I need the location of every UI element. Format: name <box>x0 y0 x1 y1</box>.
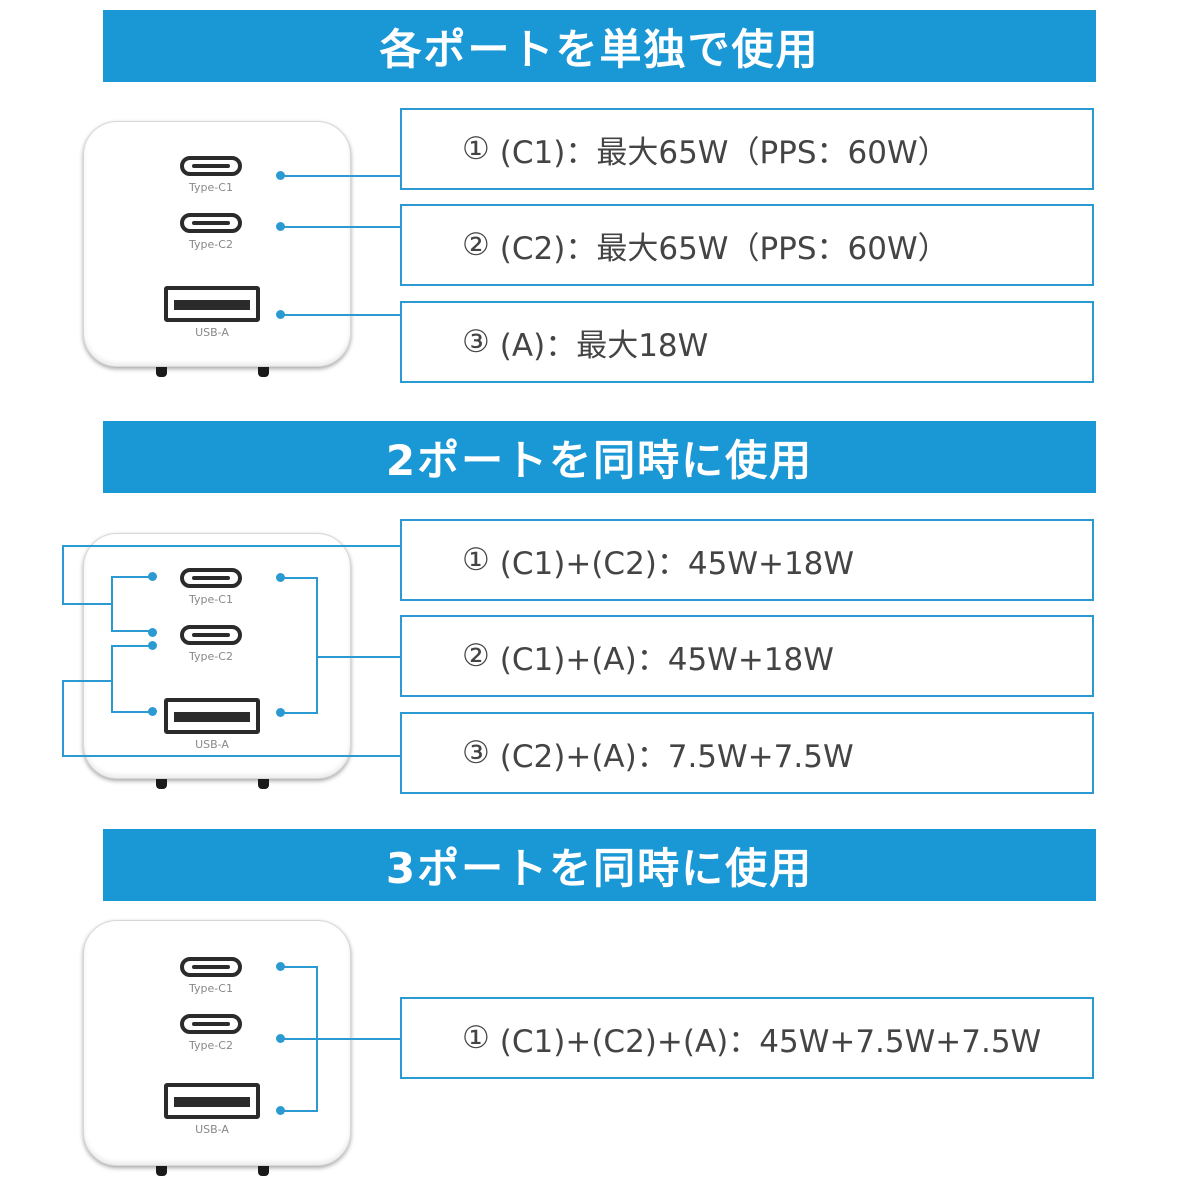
connector-line <box>111 576 113 631</box>
spec-box-1-1: ① (C1)：最大65W（PPS：60W） <box>400 108 1094 190</box>
connector-line <box>283 1038 400 1040</box>
connector-dot <box>276 310 285 319</box>
connector-line <box>62 603 112 605</box>
usb-c-port-1 <box>180 568 242 588</box>
charger-prong <box>156 367 167 377</box>
spec-number: ③ <box>462 735 490 771</box>
section-3-title: 3ポートを同時に使用 <box>385 843 814 893</box>
usb-a-port <box>164 698 260 734</box>
port-label-c2: Type-C2 <box>189 1039 233 1052</box>
section-2-title: 2ポートを同時に使用 <box>385 435 814 485</box>
port-label-a: USB-A <box>195 1123 229 1136</box>
connector-dot <box>148 707 157 716</box>
connector-line <box>283 712 318 714</box>
spec-text: (A)：最大18W <box>499 327 709 364</box>
spec-text: (C1)+(C2)：45W+18W <box>499 545 855 582</box>
port-label-c1: Type-C1 <box>189 593 233 606</box>
spec-text: (C1)+(C2)+(A)：45W+7.5W+7.5W <box>499 1023 1042 1060</box>
section-3-banner: 3ポートを同時に使用 <box>103 829 1096 901</box>
connector-dot <box>276 1106 285 1115</box>
spec-text: (C1)：最大65W（PPS：60W） <box>499 134 949 171</box>
connector-line <box>111 645 151 647</box>
connector-dot <box>276 962 285 971</box>
connector-dot <box>148 628 157 637</box>
port-label-c1: Type-C1 <box>189 982 233 995</box>
connector-line <box>62 545 64 605</box>
spec-text: (C2)+(A)：7.5W+7.5W <box>499 738 854 775</box>
spec-number: ① <box>462 131 490 167</box>
connector-line <box>62 545 400 547</box>
connector-line <box>283 314 400 316</box>
connector-line <box>62 680 112 682</box>
connector-line <box>283 966 318 968</box>
connector-dot <box>276 222 285 231</box>
connector-line <box>283 175 400 177</box>
usb-c-port-1 <box>180 156 242 176</box>
connector-dot <box>276 1034 285 1043</box>
section-1-title: 各ポートを単独で使用 <box>379 24 820 74</box>
spec-number: ③ <box>462 324 490 360</box>
usb-c-port-2 <box>180 625 242 645</box>
charger-prong <box>156 1166 167 1176</box>
spec-number: ① <box>462 542 490 578</box>
connector-dot <box>276 708 285 717</box>
usb-c-port-1 <box>180 957 242 977</box>
port-label-a: USB-A <box>195 326 229 339</box>
connector-dot <box>148 641 157 650</box>
spec-text: (C1)+(A)：45W+18W <box>499 641 834 678</box>
spec-number: ② <box>462 227 490 263</box>
connector-line <box>283 577 318 579</box>
section-2-banner: 2ポートを同時に使用 <box>103 421 1096 493</box>
spec-number: ② <box>462 638 490 674</box>
connector-line <box>316 966 318 1112</box>
spec-box-3-1: ① (C1)+(C2)+(A)：45W+7.5W+7.5W <box>400 997 1094 1079</box>
connector-line <box>111 645 113 713</box>
connector-line <box>316 577 318 713</box>
connector-line <box>62 680 64 756</box>
usb-a-port <box>164 286 260 322</box>
connector-line <box>283 1110 318 1112</box>
connector-dot <box>276 573 285 582</box>
charger-prong <box>258 1166 269 1176</box>
charger-prong <box>258 367 269 377</box>
port-label-c2: Type-C2 <box>189 238 233 251</box>
port-label-c1: Type-C1 <box>189 181 233 194</box>
spec-text: (C2)：最大65W（PPS：60W） <box>499 230 949 267</box>
charger-illustration-1: Type-C1 Type-C2 USB-A <box>83 121 353 377</box>
port-label-a: USB-A <box>195 738 229 751</box>
charger-illustration-2: Type-C1 Type-C2 USB-A <box>83 533 353 789</box>
connector-dot <box>148 572 157 581</box>
usb-a-port <box>164 1083 260 1119</box>
spec-box-2-3: ③ (C2)+(A)：7.5W+7.5W <box>400 712 1094 794</box>
connector-line <box>62 755 400 757</box>
charger-illustration-3: Type-C1 Type-C2 USB-A <box>83 920 353 1176</box>
port-label-c2: Type-C2 <box>189 650 233 663</box>
spec-box-2-1: ① (C1)+(C2)：45W+18W <box>400 519 1094 601</box>
section-1-banner: 各ポートを単独で使用 <box>103 10 1096 82</box>
spec-box-1-2: ② (C2)：最大65W（PPS：60W） <box>400 204 1094 286</box>
spec-number: ① <box>462 1020 490 1056</box>
connector-dot <box>276 171 285 180</box>
charger-prong <box>156 779 167 789</box>
usb-c-port-2 <box>180 213 242 233</box>
usb-c-port-2 <box>180 1014 242 1034</box>
connector-line <box>111 576 151 578</box>
connector-line <box>316 656 400 658</box>
connector-line <box>111 630 151 632</box>
spec-box-1-3: ③ (A)：最大18W <box>400 301 1094 383</box>
connector-line <box>111 711 151 713</box>
spec-box-2-2: ② (C1)+(A)：45W+18W <box>400 615 1094 697</box>
connector-line <box>283 226 400 228</box>
charger-prong <box>258 779 269 789</box>
